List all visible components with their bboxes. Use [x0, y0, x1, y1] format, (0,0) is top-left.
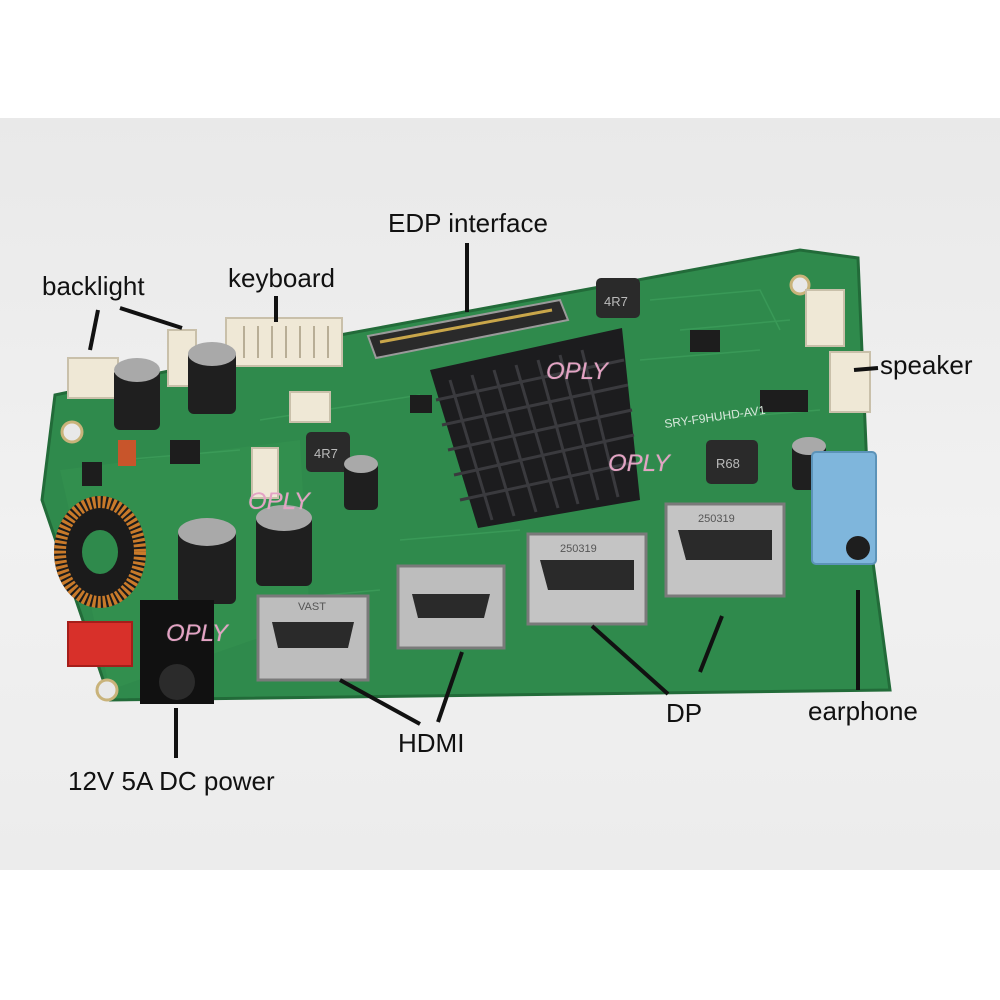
- hdmi-port: [256, 594, 370, 682]
- speaker-connector-2: [829, 351, 871, 413]
- label-dc-power: 12V 5A DC power: [68, 766, 275, 796]
- speaker-leader: [853, 366, 879, 372]
- red-connector: [67, 621, 133, 667]
- capacitor: [188, 342, 236, 414]
- smd-capacitor: [118, 440, 136, 466]
- dp-port: [664, 502, 786, 598]
- annotation-lines: [88, 243, 879, 758]
- inductor: [596, 278, 640, 318]
- aux-connector: [251, 447, 279, 499]
- watermark: OPLY: [166, 620, 228, 647]
- inductor: [306, 432, 350, 472]
- label-backlight: backlight: [42, 271, 145, 301]
- ic-chip: [760, 390, 808, 412]
- capacitor: [114, 358, 160, 430]
- label-hdmi: HDMI: [398, 728, 465, 758]
- hdmi-leader-2: [436, 651, 464, 723]
- toroid-inductor: [54, 496, 146, 608]
- label-dp: DP: [666, 698, 703, 728]
- hdmi-port: [396, 564, 506, 650]
- edp-connector: [366, 298, 570, 360]
- dp-port: [526, 532, 648, 626]
- ic-chip: [170, 440, 200, 464]
- mount-hole: [95, 678, 119, 702]
- ic-chip: [82, 462, 102, 486]
- ic-chip: [690, 330, 720, 352]
- capacitor: [344, 455, 378, 510]
- aux-connector: [289, 391, 331, 423]
- hdmi-leader-1: [339, 678, 421, 726]
- label-keyboard: keyboard: [228, 263, 335, 293]
- audio-jack: [811, 451, 877, 565]
- inductor-marking: 4R7: [604, 294, 628, 309]
- inductor-marking: R68: [716, 456, 740, 471]
- label-earphone: earphone: [808, 696, 918, 726]
- mount-hole: [60, 420, 84, 444]
- dp-marking: 250319: [560, 543, 597, 555]
- capacitor: [256, 505, 312, 586]
- backlight-connector: [67, 357, 119, 399]
- label-speaker: speaker: [880, 350, 973, 380]
- backlight-leader-2: [119, 306, 183, 330]
- backlight-leader-1: [88, 309, 100, 351]
- inductor: [706, 440, 758, 484]
- ic-chip: [410, 395, 432, 413]
- speaker-connector: [805, 289, 845, 347]
- dp-leader-1: [590, 624, 670, 696]
- watermark: OPLY: [546, 358, 608, 385]
- keyboard-connector: [225, 317, 343, 367]
- hdmi-marking: VAST: [298, 601, 326, 613]
- dp-leader-2: [698, 615, 724, 673]
- dp-marking: 250319: [698, 513, 735, 525]
- watermark: OPLY: [248, 488, 310, 515]
- inductor-marking: 4R7: [314, 446, 338, 461]
- mount-hole: [789, 274, 811, 296]
- label-edp-interface: EDP interface: [388, 208, 548, 238]
- watermark: OPLY: [608, 450, 670, 477]
- capacitor: [178, 518, 236, 604]
